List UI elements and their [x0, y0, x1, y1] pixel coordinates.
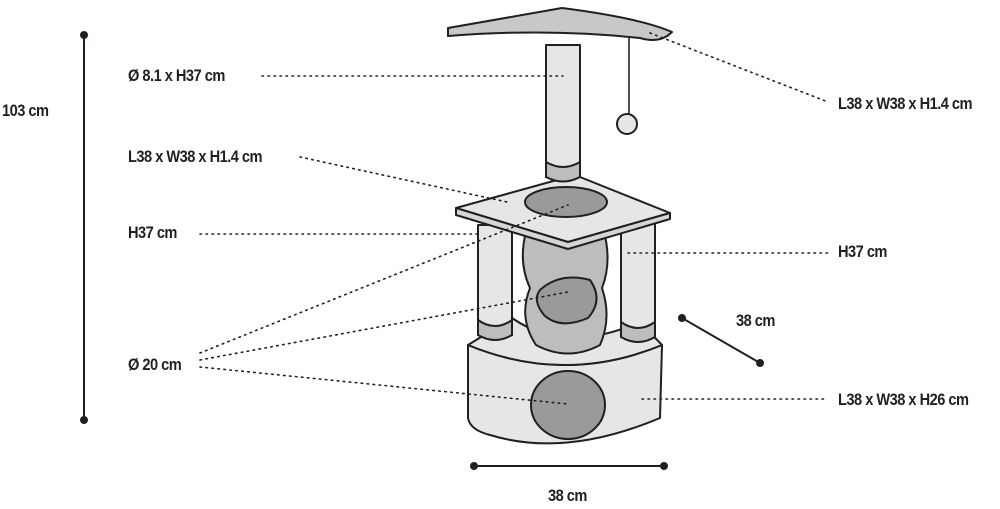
depth-label: 38 cm [736, 311, 775, 330]
total-height-dimension-line [80, 31, 88, 424]
leader-lines [199, 32, 829, 405]
width-label: 38 cm [548, 486, 587, 505]
middle-platform-label: L38 x W38 x H1.4 cm [128, 147, 263, 166]
top-platform [447, 7, 673, 41]
base-dimensions-label: L38 x W38 x H26 cm [838, 390, 969, 409]
middle-platform-edge [455, 207, 671, 250]
platform-hole [524, 186, 608, 218]
scratching-post [545, 44, 581, 183]
hole-diameter-label: Ø 20 cm [128, 355, 182, 374]
right-pillar-height-label: H37 cm [838, 242, 887, 261]
total-height-label: 103 cm [2, 101, 49, 120]
hanging-ball-toy [616, 38, 638, 135]
base-entrance-hole [530, 370, 606, 440]
left-pillar-height-label: H37 cm [128, 223, 177, 242]
width-dimension-line [470, 462, 668, 470]
depth-dimension-line [678, 314, 764, 367]
tunnel-inner-hole [535, 276, 598, 325]
left-pillar [477, 224, 513, 341]
right-pillar [620, 221, 656, 343]
post-dimensions-label: Ø 8.1 x H37 cm [128, 66, 225, 85]
top-platform-label: L38 x W38 x H1.4 cm [838, 94, 973, 113]
